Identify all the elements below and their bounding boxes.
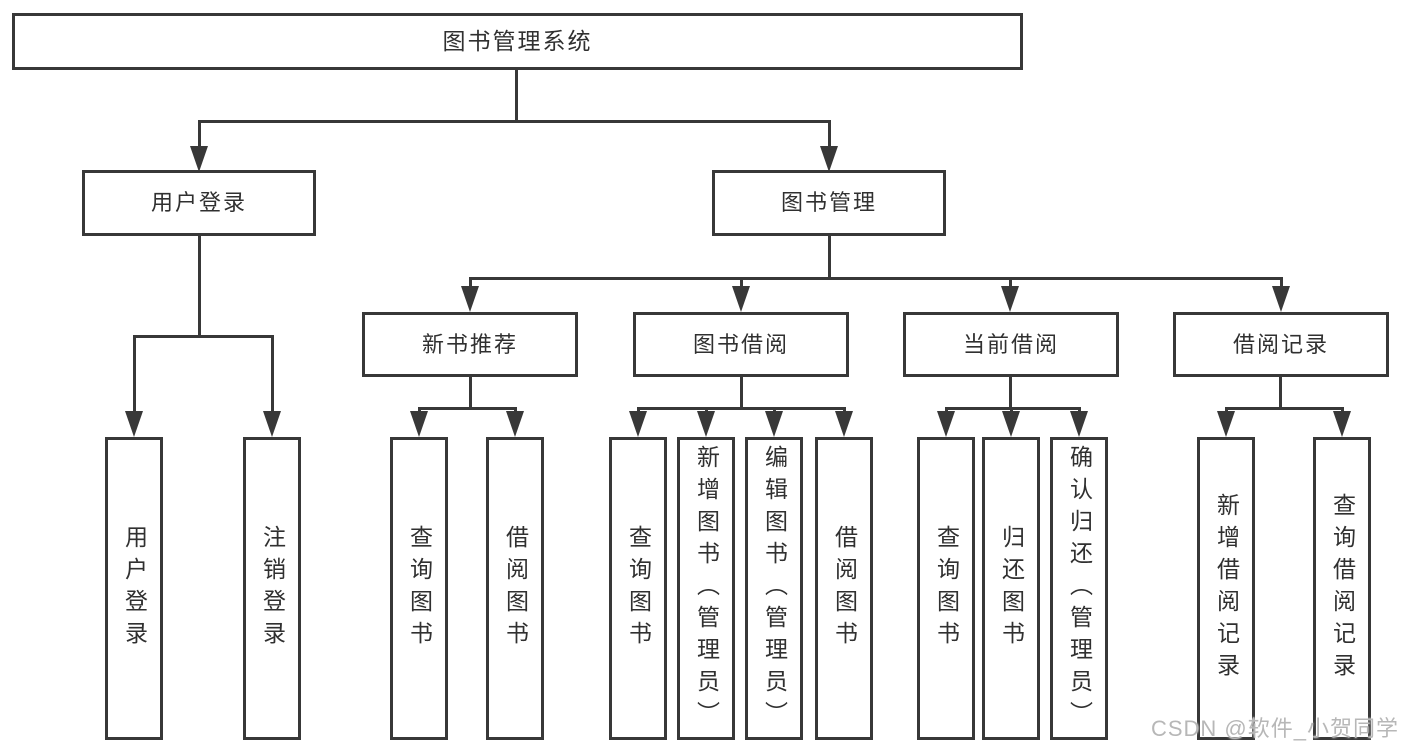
connector-root-drop-right — [828, 120, 831, 148]
node-current-borrowing-label: 当前借阅 — [962, 331, 1059, 357]
leaf-add-books-admin: 新增图书（管理员） — [677, 437, 735, 740]
arrow-down-icon — [461, 286, 479, 312]
connector-borrowing-stem — [740, 377, 743, 407]
leaf-logout-label: 注销登录 — [259, 524, 286, 653]
arrow-down-icon — [190, 146, 208, 172]
node-root-label: 图书管理系统 — [442, 28, 593, 54]
leaf-confirm-return-admin: 确认归还（管理员） — [1050, 437, 1108, 740]
connector-root-stem — [515, 70, 518, 120]
node-user-login: 用户登录 — [82, 170, 316, 236]
node-user-login-label: 用户登录 — [150, 190, 247, 215]
node-book-management-label: 图书管理 — [780, 190, 877, 215]
leaf-confirm-return-admin-label: 确认归还（管理员） — [1066, 444, 1093, 733]
node-borrowing-records-label: 借阅记录 — [1232, 331, 1329, 357]
leaf-borrow-books-borrowing-label: 借阅图书 — [831, 524, 858, 653]
connector-bookmgmt-drop-1 — [469, 277, 472, 287]
arrow-down-icon — [732, 286, 750, 312]
node-book-borrowing: 图书借阅 — [633, 312, 849, 377]
leaf-add-books-admin-label: 新增图书（管理员） — [693, 444, 720, 733]
leaf-query-books-borrowing-label: 查询图书 — [625, 524, 652, 653]
arrow-down-icon — [820, 146, 838, 172]
leaf-return-books-label: 归还图书 — [998, 524, 1025, 653]
leaf-borrow-books-borrowing: 借阅图书 — [815, 437, 873, 740]
connector-bookmgmt-stem — [828, 236, 831, 277]
node-borrowing-records: 借阅记录 — [1173, 312, 1389, 377]
leaf-add-borrow-record: 新增借阅记录 — [1197, 437, 1255, 740]
csdn-watermark: CSDN @软件_小贺同学 — [1150, 716, 1399, 741]
leaf-query-borrow-record-label: 查询借阅记录 — [1329, 492, 1356, 685]
arrow-down-icon — [410, 411, 428, 437]
arrow-down-icon — [1333, 411, 1351, 437]
leaf-query-books-current: 查询图书 — [917, 437, 975, 740]
leaf-query-books-recommend: 查询图书 — [390, 437, 448, 740]
arrow-down-icon — [1001, 286, 1019, 312]
arrow-down-icon — [506, 411, 524, 437]
arrow-down-icon — [125, 411, 143, 437]
leaf-logout: 注销登录 — [243, 437, 301, 740]
arrow-down-icon — [835, 411, 853, 437]
arrow-down-icon — [765, 411, 783, 437]
leaf-add-borrow-record-label: 新增借阅记录 — [1213, 492, 1240, 685]
connector-newbook-stem — [469, 377, 472, 407]
node-new-book-recommend-label: 新书推荐 — [421, 331, 518, 357]
leaf-return-books: 归还图书 — [982, 437, 1040, 740]
leaf-borrow-books-recommend: 借阅图书 — [486, 437, 544, 740]
arrow-down-icon — [697, 411, 715, 437]
node-root: 图书管理系统 — [12, 13, 1023, 70]
node-current-borrowing: 当前借阅 — [903, 312, 1119, 377]
connector-userlogin-drop-2 — [271, 335, 274, 411]
connector-bookmgmt-bar — [469, 277, 1283, 280]
leaf-query-borrow-record: 查询借阅记录 — [1313, 437, 1371, 740]
connector-userlogin-stem — [198, 236, 201, 335]
arrow-down-icon — [629, 411, 647, 437]
leaf-edit-books-admin-label: 编辑图书（管理员） — [761, 444, 788, 733]
connector-current-stem — [1009, 377, 1012, 407]
leaf-query-books-borrowing: 查询图书 — [609, 437, 667, 740]
connector-root-drop-left — [198, 120, 201, 148]
connector-newbook-bar — [418, 407, 517, 410]
connector-userlogin-drop-1 — [133, 335, 136, 411]
arrow-down-icon — [263, 411, 281, 437]
arrow-down-icon — [1217, 411, 1235, 437]
leaf-user-login-label: 用户登录 — [121, 524, 148, 653]
connector-userlogin-bar — [133, 335, 274, 338]
connector-root-bar — [198, 120, 831, 123]
node-book-management: 图书管理 — [712, 170, 946, 236]
leaf-query-books-recommend-label: 查询图书 — [406, 524, 433, 653]
connector-bookmgmt-drop-4 — [1280, 277, 1283, 287]
connector-records-bar — [1225, 407, 1344, 410]
node-book-borrowing-label: 图书借阅 — [692, 331, 789, 357]
leaf-user-login: 用户登录 — [105, 437, 163, 740]
connector-bookmgmt-drop-2 — [740, 277, 743, 287]
arrow-down-icon — [1070, 411, 1088, 437]
arrow-down-icon — [937, 411, 955, 437]
connector-records-stem — [1279, 377, 1282, 407]
leaf-query-books-current-label: 查询图书 — [933, 524, 960, 653]
leaf-edit-books-admin: 编辑图书（管理员） — [745, 437, 803, 740]
node-new-book-recommend: 新书推荐 — [362, 312, 578, 377]
connector-current-bar — [945, 407, 1081, 410]
arrow-down-icon — [1272, 286, 1290, 312]
arrow-down-icon — [1002, 411, 1020, 437]
connector-borrowing-bar — [637, 407, 846, 410]
connector-bookmgmt-drop-3 — [1009, 277, 1012, 287]
leaf-borrow-books-recommend-label: 借阅图书 — [502, 524, 529, 653]
